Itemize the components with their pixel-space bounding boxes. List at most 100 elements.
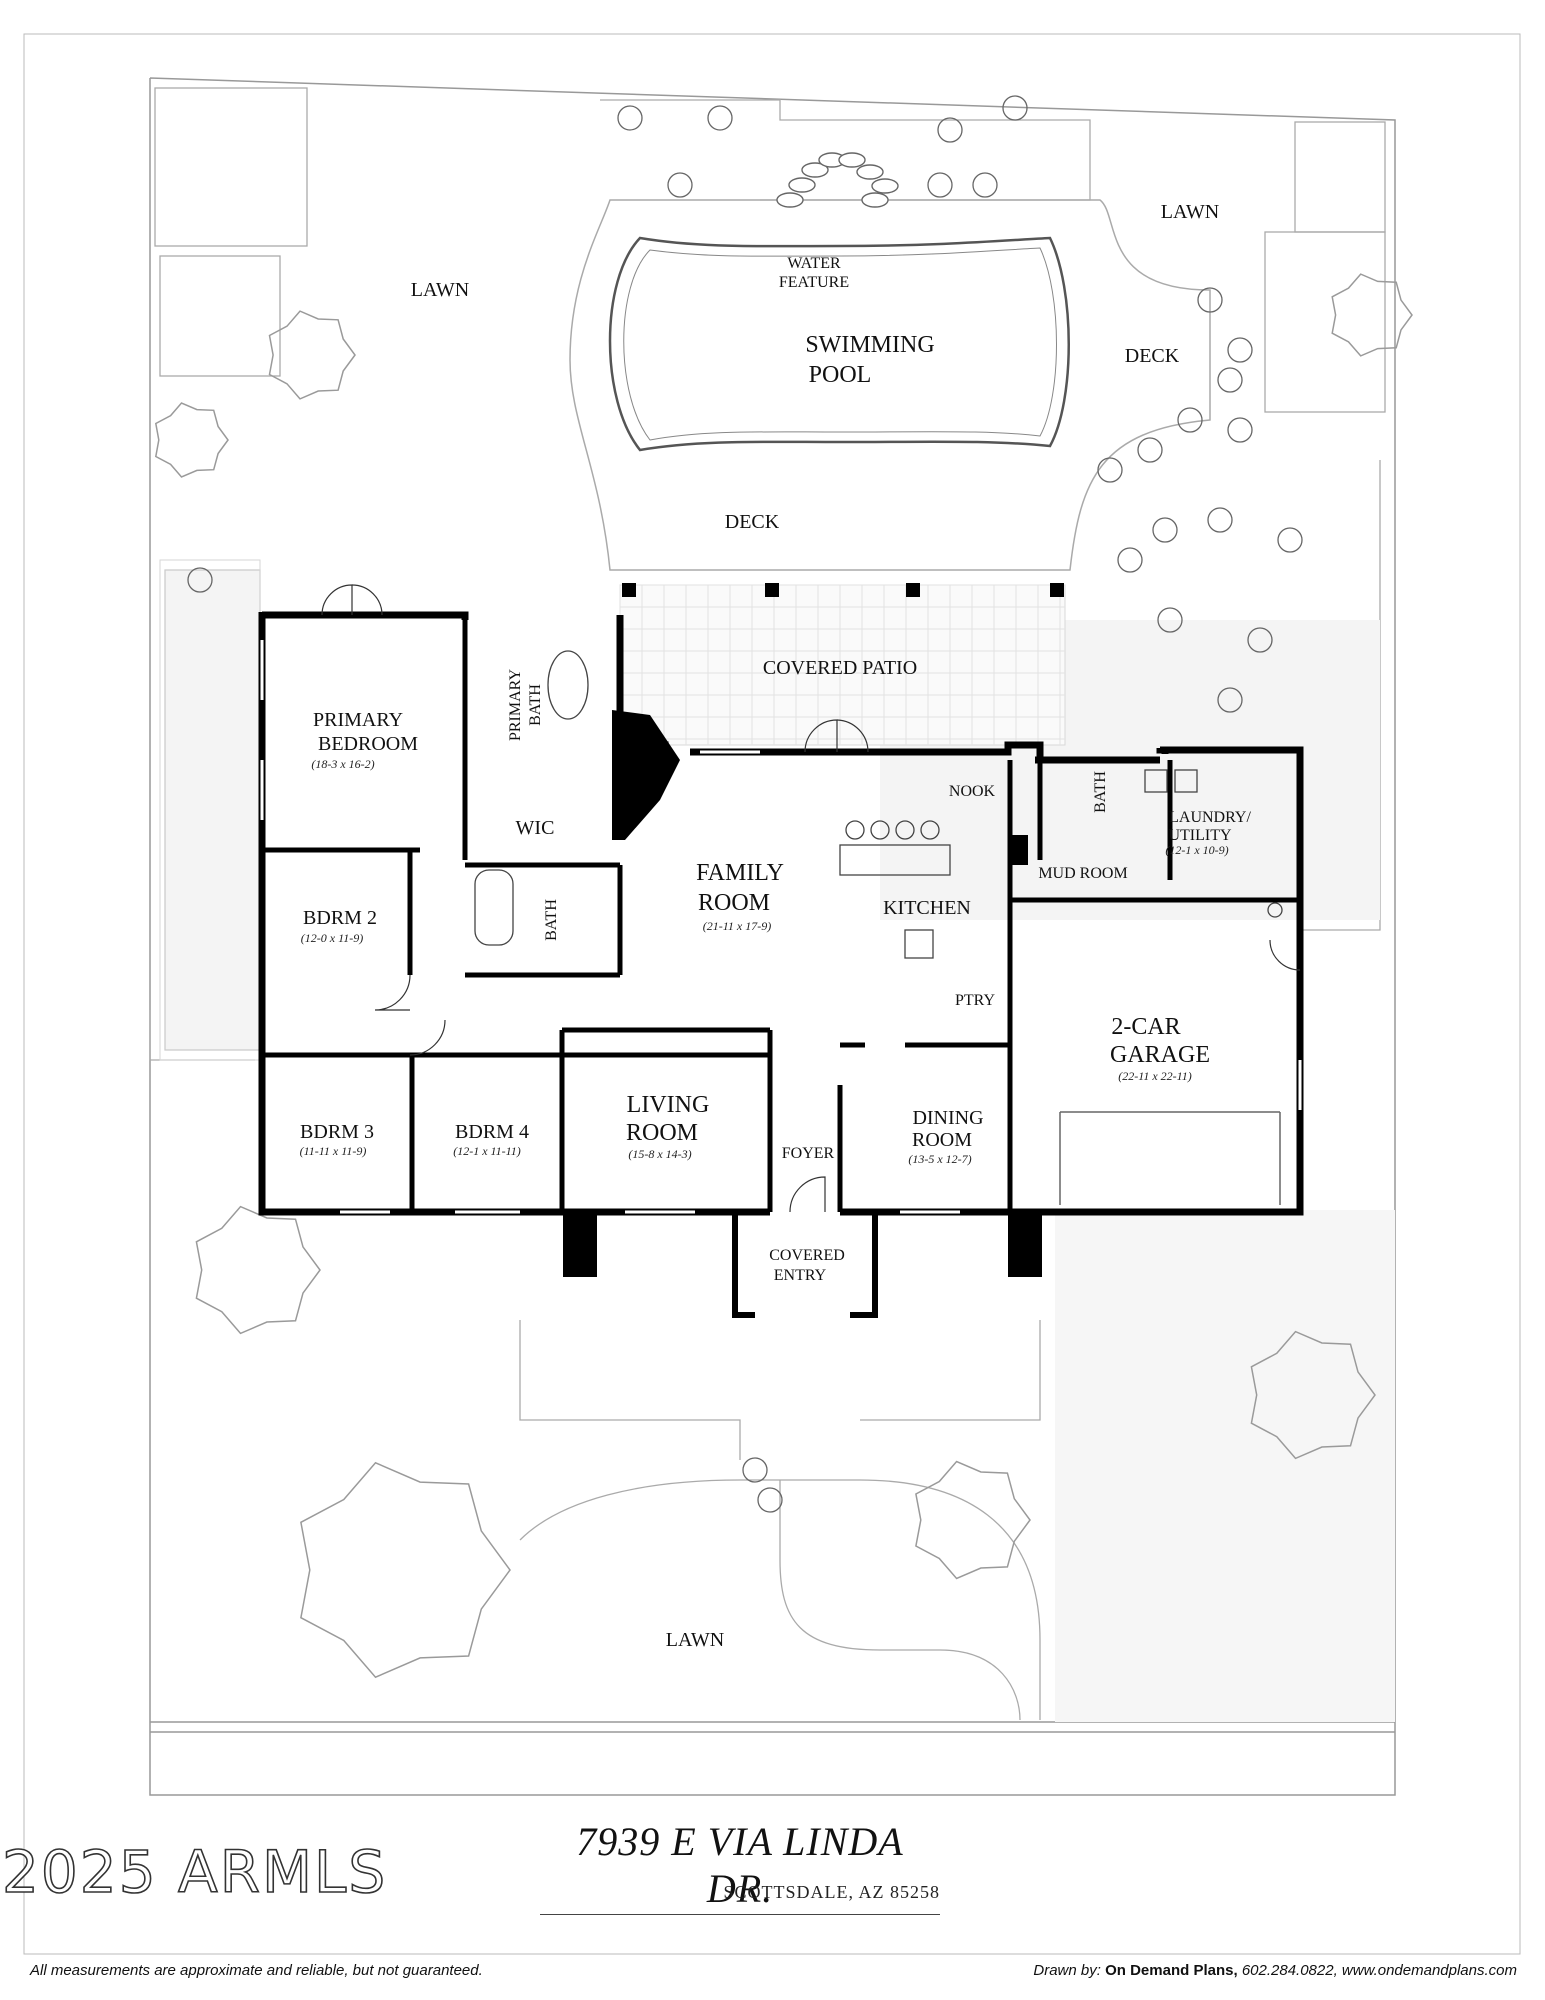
- garage-dim: (22-11 x 22-11): [1118, 1069, 1192, 1083]
- bdrm3-dim: (11-11 x 11-9): [300, 1144, 367, 1158]
- pool-area: [569, 152, 1211, 571]
- drawn-by-company: On Demand Plans,: [1105, 1962, 1238, 1979]
- shrub: [1137, 437, 1163, 463]
- page-border: [23, 33, 1521, 1955]
- family-room-label-2: ROOM: [698, 890, 770, 916]
- tree-canopy: [154, 402, 229, 478]
- primary-bedroom-label-1: PRIMARY: [313, 709, 403, 731]
- masonry: [563, 710, 1042, 1277]
- east-bath-label: BATH: [1092, 771, 1109, 813]
- primary-bedroom-label-2: BEDROOM: [318, 733, 418, 755]
- shrub: [927, 172, 953, 198]
- covered-patio-label: COVERED PATIO: [763, 657, 917, 679]
- shrub: [1207, 507, 1233, 533]
- water-feature-label-2: FEATURE: [779, 274, 849, 291]
- living-room-label-1: LIVING: [627, 1092, 710, 1118]
- living-room-dim: (15-8 x 14-3): [628, 1147, 691, 1161]
- shrub: [1277, 527, 1303, 553]
- interior-walls: [262, 615, 1300, 1212]
- pantry-label: PTRY: [955, 992, 995, 1009]
- covered-entry-label-2: ENTRY: [774, 1267, 827, 1284]
- bdrm3-label: BDRM 3: [300, 1121, 374, 1143]
- property-city: SCOTTSDALE, AZ 85258: [723, 1882, 940, 1902]
- shrub: [1247, 627, 1273, 653]
- dining-room-dim: (13-5 x 12-7): [908, 1152, 971, 1166]
- doors: [321, 584, 1301, 1213]
- kitchen-label: KITCHEN: [883, 897, 971, 919]
- drawn-by-label: Drawn by:: [1033, 1962, 1101, 1979]
- laundry-dim: (12-1 x 10-9): [1165, 843, 1228, 857]
- garage-label-1: 2-CAR: [1111, 1014, 1180, 1040]
- armls-watermark: 2025 ARMLS: [1, 1837, 388, 1907]
- shrub: [1227, 337, 1253, 363]
- shrub: [972, 172, 998, 198]
- shrub: [1152, 517, 1178, 543]
- dining-room-label-2: ROOM: [912, 1129, 972, 1151]
- covered-patio-grid: [619, 584, 1066, 746]
- fixtures: [474, 650, 1283, 959]
- shrub: [937, 117, 963, 143]
- laundry-label-2: UTILITY: [1168, 827, 1232, 844]
- shrub: [1157, 607, 1183, 633]
- primary-bedroom-dim: (18-3 x 16-2): [311, 757, 374, 771]
- shrub: [1197, 287, 1223, 313]
- covered-entry-label-1: COVERED: [769, 1247, 845, 1264]
- tree-canopy: [1331, 273, 1413, 357]
- water-feature-label-1: WATER: [787, 255, 841, 272]
- shrub: [617, 105, 643, 131]
- shrub: [1217, 367, 1243, 393]
- shrub: [707, 105, 733, 131]
- windows: [260, 640, 1302, 1214]
- shrub: [1002, 95, 1028, 121]
- tree-canopy: [915, 1460, 1031, 1580]
- patio-columns: [622, 583, 1064, 597]
- swimming-pool: [608, 236, 1070, 452]
- pool-label-2: POOL: [809, 362, 872, 388]
- shrub: [1117, 547, 1143, 573]
- tree-canopy: [300, 1461, 511, 1679]
- room-labels: LAWN LAWN LAWN WATER FEATURE SWIMMING PO…: [300, 201, 1252, 1651]
- bdrm4-label: BDRM 4: [455, 1121, 529, 1143]
- bdrm2-label: BDRM 2: [303, 907, 377, 929]
- shrub: [1097, 457, 1123, 483]
- deck-south-label: DECK: [725, 511, 780, 533]
- primary-bath-label-1: PRIMARY: [507, 669, 524, 741]
- landscape-beds: [149, 87, 1395, 1722]
- shrub: [667, 172, 693, 198]
- deck-east-label: DECK: [1125, 345, 1180, 367]
- bdrm2-dim: (12-0 x 11-9): [301, 931, 363, 945]
- drawn-by: Drawn by: On Demand Plans, 602.284.0822,…: [1033, 1962, 1517, 1979]
- covered-entry-walls: [732, 1215, 878, 1318]
- shrub: [187, 567, 213, 593]
- pool-label-1: SWIMMING: [805, 332, 934, 358]
- shrub: [1217, 687, 1243, 713]
- mud-room-label: MUD ROOM: [1038, 865, 1127, 882]
- shrub: [1227, 417, 1253, 443]
- lawn-nw-label: LAWN: [411, 279, 469, 301]
- deck-outline: [569, 199, 1211, 571]
- measurement-disclaimer: All measurements are approximate and rel…: [30, 1962, 483, 1979]
- trees: [154, 95, 1413, 1679]
- wic-label: WIC: [516, 817, 555, 839]
- hall-bath-label: BATH: [543, 899, 560, 941]
- drawn-by-contact: 602.284.0822, www.ondemandplans.com: [1241, 1962, 1517, 1979]
- property-address: 7939 E VIA LINDA DR.: [540, 1818, 940, 1915]
- garage-label-2: GARAGE: [1110, 1042, 1210, 1068]
- tree-canopy: [1250, 1330, 1376, 1460]
- laundry-label-1: LAUNDRY/: [1169, 809, 1251, 826]
- shrub: [1177, 407, 1203, 433]
- shrub: [757, 1487, 783, 1513]
- tree-canopy: [195, 1205, 321, 1335]
- dining-room-label-1: DINING: [912, 1107, 983, 1129]
- primary-bath-label-2: BATH: [527, 684, 544, 726]
- family-room-dim: (21-11 x 17-9): [703, 919, 771, 933]
- garage-door: [1059, 1111, 1281, 1205]
- lawn-ne-label: LAWN: [1161, 201, 1219, 223]
- foyer-label: FOYER: [782, 1145, 835, 1162]
- lawn-front-label: LAWN: [666, 1629, 724, 1651]
- bdrm4-dim: (12-1 x 11-11): [453, 1144, 521, 1158]
- living-room-label-2: ROOM: [626, 1120, 698, 1146]
- shrub: [742, 1457, 768, 1483]
- family-room-label-1: FAMILY: [696, 860, 784, 886]
